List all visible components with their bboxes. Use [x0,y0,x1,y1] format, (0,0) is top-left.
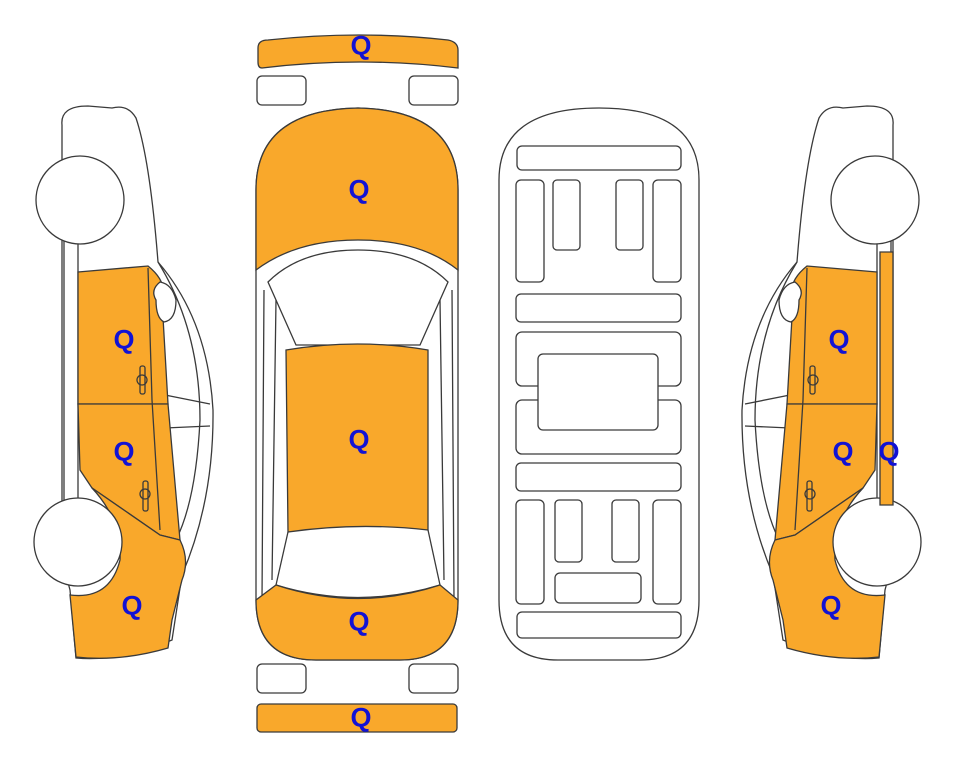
marker-front-bumper[interactable]: Q [350,30,372,61]
marker-right-front-door[interactable]: Q [832,436,854,467]
underside-view [498,107,700,661]
marker-rear-bumper[interactable]: Q [350,702,372,733]
hood-panel[interactable] [255,107,459,272]
front-bumper-panel[interactable] [257,34,459,69]
trunk-panel[interactable] [255,584,459,661]
left-side-view [33,105,214,660]
marker-roof[interactable]: Q [348,424,370,455]
rear-bumper-panel[interactable] [256,703,458,733]
marker-hood[interactable]: Q [348,174,370,205]
top-view [255,34,459,733]
marker-left-front-door[interactable]: Q [113,436,135,467]
marker-left-rear-door[interactable]: Q [113,324,135,355]
marker-right-rear-door[interactable]: Q [828,324,850,355]
marker-right-front-fender[interactable]: Q [820,590,842,621]
marker-trunk[interactable]: Q [348,606,370,637]
marker-left-front-fender[interactable]: Q [121,590,143,621]
marker-right-rocker-panel[interactable]: Q [878,436,900,467]
right-side-view [741,105,922,660]
right-rocker-panel[interactable] [879,251,894,506]
